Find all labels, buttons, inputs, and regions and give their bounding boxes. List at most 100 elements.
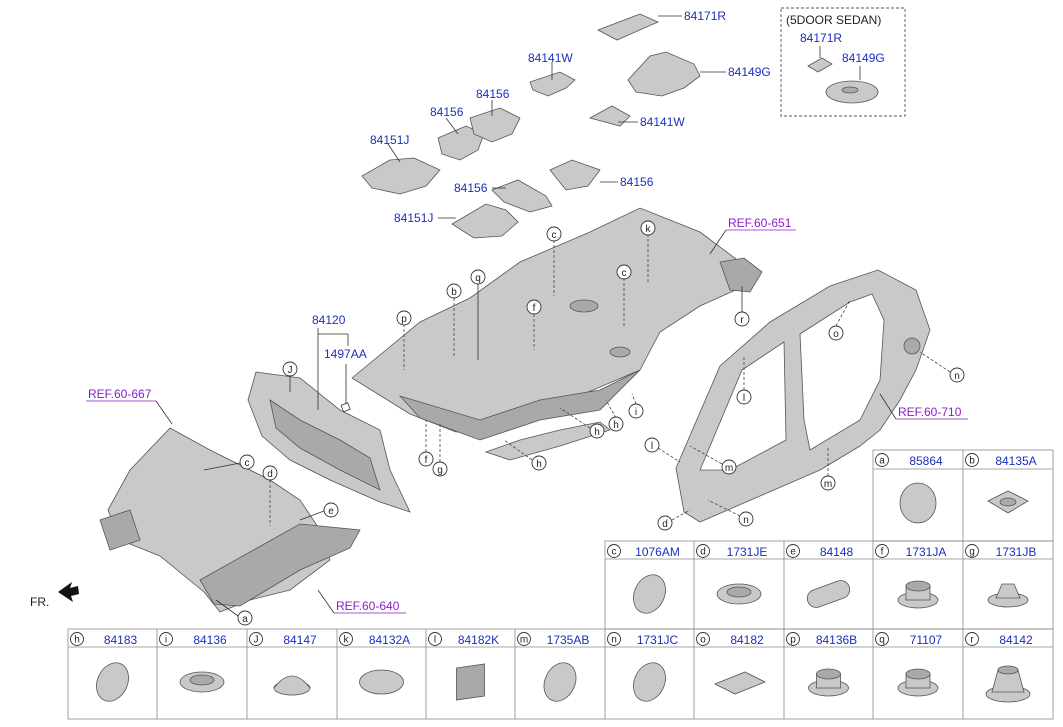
legend-part-illustration (897, 668, 939, 697)
sedan-label-84171R: 84171R (800, 31, 842, 45)
side-body-frame (675, 269, 931, 523)
label-84156-3: 84156 (620, 175, 654, 189)
callouts: c k c r b q f p J c d e a f g h h (203, 220, 965, 626)
callout-r: r (740, 315, 744, 326)
legend-part-illustration (633, 574, 666, 614)
sedan-variant-box: (5DOOR SEDAN) 84171R 84149G (780, 7, 906, 117)
label-84120: 84120 (312, 313, 346, 327)
legend-letter: J (254, 635, 259, 646)
legend-part-illustration (899, 482, 937, 524)
legend-table-bottom (67, 628, 1054, 720)
label-84141W-upper: 84141W (528, 51, 573, 65)
label-84156-1: 84156 (476, 87, 510, 101)
legend-letter: o (700, 635, 706, 646)
label-84151J-lower: 84151J (394, 211, 433, 225)
legend-part-number: 85864 (909, 454, 943, 468)
legend-letter: n (611, 635, 617, 646)
legend-part-illustration (714, 671, 766, 695)
legend-part-number: 84136B (816, 633, 857, 647)
legend-letter: g (969, 547, 975, 558)
legend-part-number: 84132A (369, 633, 410, 647)
legend-part-illustration (716, 583, 762, 605)
legend-cell-o: o 84182 (696, 632, 766, 695)
legend-part-illustration (273, 675, 311, 696)
legend-part-illustration (987, 583, 1029, 608)
legend-letter: i (165, 635, 167, 646)
legend-letter-circle (517, 632, 531, 646)
callout-d-2: d (662, 519, 668, 530)
part-number-labels: 84171R 84141W 84149G 84156 84156 84141W … (312, 9, 771, 413)
callout-m-2: m (824, 479, 832, 490)
legend-part-illustration (987, 490, 1029, 514)
legend-part-illustration (543, 662, 577, 702)
legend-letter: e (790, 547, 796, 558)
callout-a: a (242, 614, 248, 625)
callout-l-1: l (743, 393, 745, 404)
legend-part-number: 84135A (995, 454, 1036, 468)
floor-panel-assembly (351, 207, 763, 461)
legend-letter: m (520, 635, 528, 646)
dash-panel (247, 371, 411, 513)
callout-p: p (401, 314, 407, 325)
insulation-pads (361, 13, 701, 239)
legend-part-number: 1731JA (906, 545, 947, 559)
label-84171R: 84171R (684, 9, 726, 23)
callout-c-1: c (552, 230, 557, 241)
legend-letter-circle (786, 544, 800, 558)
callout-o: o (833, 329, 839, 340)
callout-h-1: h (536, 459, 542, 470)
callout-d-1: d (267, 469, 273, 480)
legend-letter-circle (696, 544, 710, 558)
legend-letter-circle (696, 632, 710, 646)
legend-letter-circle (159, 632, 173, 646)
callout-f-1: f (533, 303, 536, 314)
legend-part-illustration (633, 662, 666, 702)
legend-letter: c (612, 547, 617, 558)
legend-letter: l (434, 635, 436, 646)
callout-i: i (635, 407, 637, 418)
legend-letter-circle (70, 632, 84, 646)
legend-part-illustration (359, 669, 404, 695)
legend-part-illustration (179, 671, 225, 693)
callout-f-2: f (425, 455, 428, 466)
legend-letter-circle (607, 632, 621, 646)
legend-part-illustration (985, 665, 1031, 703)
legend-part-number: 84182 (730, 633, 764, 647)
legend-part-illustration (96, 662, 129, 702)
front-member-assembly (99, 427, 361, 613)
legend-letter-circle (249, 632, 263, 646)
callout-e: e (328, 506, 334, 517)
callout-n-1: n (743, 515, 749, 526)
legend-letter-circle (428, 632, 442, 646)
callout-l-2: l (651, 441, 653, 452)
legend-letter-circle (875, 544, 889, 558)
legend-part-illustration (456, 663, 485, 701)
legend-part-number: 1731JE (727, 545, 768, 559)
callout-b: b (451, 287, 457, 298)
ref-60-640: REF.60-640 (336, 599, 400, 613)
legend-part-number: 1735AB (547, 633, 590, 647)
ref-60-710: REF.60-710 (898, 405, 962, 419)
sedan-box-title: (5DOOR SEDAN) (786, 13, 881, 27)
ref-60-651: REF.60-651 (728, 216, 792, 230)
callout-c-3: c (245, 458, 250, 469)
legend-cell-m: m 1735AB (517, 632, 590, 702)
callout-h-3: h (613, 420, 619, 431)
reference-labels: REF.60-651 REF.60-667 REF.60-710 REF.60-… (86, 216, 968, 614)
callout-n-2: n (954, 371, 960, 382)
callout-q: q (475, 273, 481, 284)
